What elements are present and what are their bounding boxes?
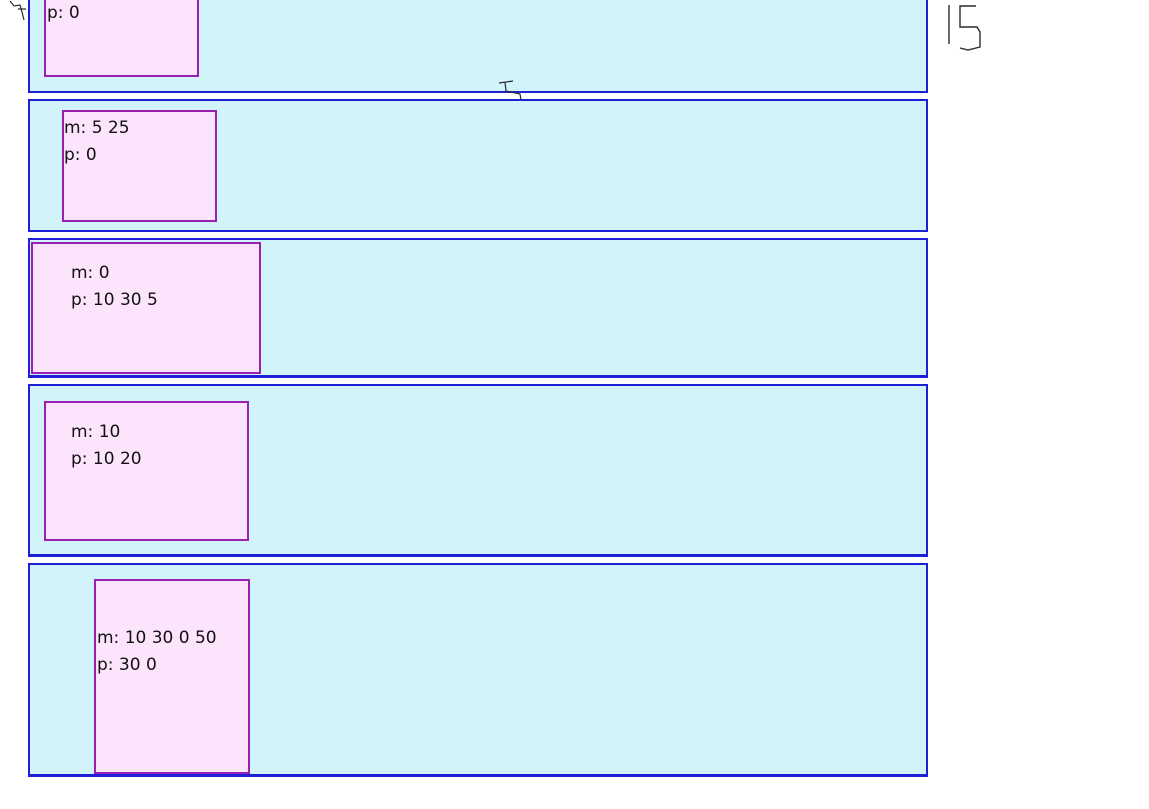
padding-label-3: p: 10 30 5 [71, 290, 158, 310]
demo-container-1: p: 0 [28, 0, 928, 93]
demo-container-5: m: 10 30 0 50 p: 30 0 [28, 563, 928, 777]
demo-container-3: m: 0 p: 10 30 5 [28, 238, 928, 378]
demo-container-4: m: 10 p: 10 20 [28, 384, 928, 557]
margin-label-3: m: 0 [71, 263, 110, 283]
margin-label-5: m: 10 30 0 50 [97, 628, 217, 648]
handwritten-number-15 [948, 5, 981, 51]
padding-label-4: p: 10 20 [71, 449, 142, 469]
padding-label-2: p: 0 [64, 145, 97, 165]
padding-label-1: p: 0 [47, 3, 80, 23]
demo-box-2: m: 5 25 p: 0 [62, 110, 217, 222]
demo-box-1: p: 0 [44, 0, 199, 77]
margin-label-4: m: 10 [71, 422, 121, 442]
padding-label-5: p: 30 0 [97, 655, 157, 675]
demo-container-2: m: 5 25 p: 0 [28, 99, 928, 232]
demo-box-4: m: 10 p: 10 20 [44, 401, 249, 541]
margin-label-2: m: 5 25 [64, 118, 130, 138]
demo-box-5: m: 10 30 0 50 p: 30 0 [94, 579, 250, 774]
demo-box-3: m: 0 p: 10 30 5 [31, 242, 261, 374]
